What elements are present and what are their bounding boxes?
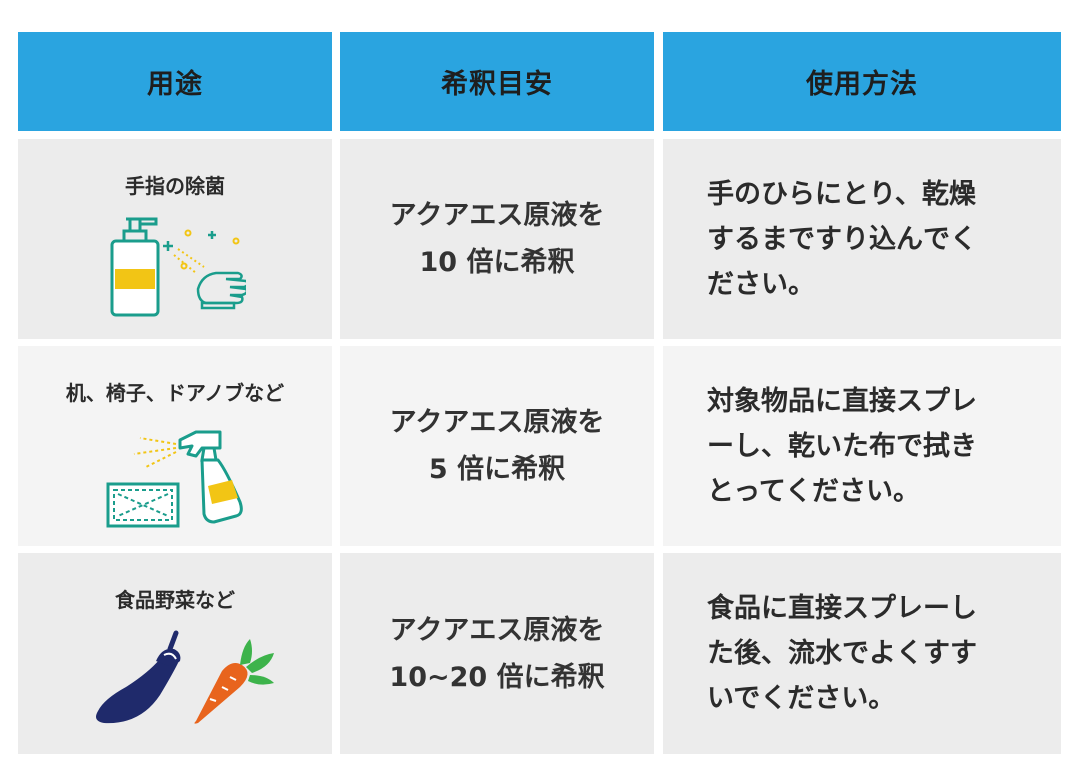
dilution-line: 5 倍に希釈	[428, 454, 566, 485]
method-line: 食品に直接スプレーし	[707, 593, 977, 624]
header-method: 使用方法	[663, 32, 1061, 131]
dilution-cell-furniture: アクアエス原液を 5 倍に希釈	[340, 346, 654, 546]
method-cell-hands: 手のひらにとり、乾燥 するまですり込んでく ださい。	[663, 139, 1061, 339]
use-cell-furniture: 机、椅子、ドアノブなど	[18, 346, 332, 546]
method-cell-vegetables: 食品に直接スプレーし た後、流水でよくすす いでください。	[663, 553, 1061, 754]
dilution-line: 10 倍に希釈	[419, 247, 575, 278]
method-cell-furniture: 対象物品に直接スプレ ーし、乾いた布で拭き とってください。	[663, 346, 1061, 546]
hand-sanitizer-icon	[110, 217, 246, 317]
eggplant-carrot-icon	[96, 630, 274, 724]
dilution-line: アクアエス原液を	[389, 614, 605, 646]
use-cell-hands: 手指の除菌	[18, 139, 332, 339]
header-dilution: 希釈目安	[340, 32, 654, 131]
use-label: 食品野菜など	[115, 588, 235, 612]
dilution-line: アクアエス原液を	[389, 407, 605, 438]
method-line: た後、流水でよくすす	[707, 638, 977, 669]
use-cell-vegetables: 食品野菜など	[18, 553, 332, 754]
method-line: 手のひらにとり、乾燥	[707, 179, 976, 210]
method-line: 対象物品に直接スプレ	[707, 386, 977, 417]
method-line: いでください。	[707, 683, 896, 714]
spray-bottle-cloth-icon	[106, 430, 243, 528]
dilution-line: アクアエス原液を	[389, 200, 605, 231]
method-line: ださい。	[707, 269, 815, 300]
dilution-line: 10~20 倍に希釈	[389, 661, 605, 693]
dilution-cell-vegetables: アクアエス原液を 10~20 倍に希釈	[340, 553, 654, 754]
method-line: するまですり込んでく	[707, 224, 977, 255]
method-line: とってください。	[707, 476, 921, 507]
method-line: ーし、乾いた布で拭き	[707, 431, 977, 462]
use-label: 手指の除菌	[125, 174, 225, 198]
header-use: 用途	[18, 32, 332, 131]
dilution-cell-hands: アクアエス原液を 10 倍に希釈	[340, 139, 654, 339]
use-label: 机、椅子、ドアノブなど	[65, 381, 285, 405]
